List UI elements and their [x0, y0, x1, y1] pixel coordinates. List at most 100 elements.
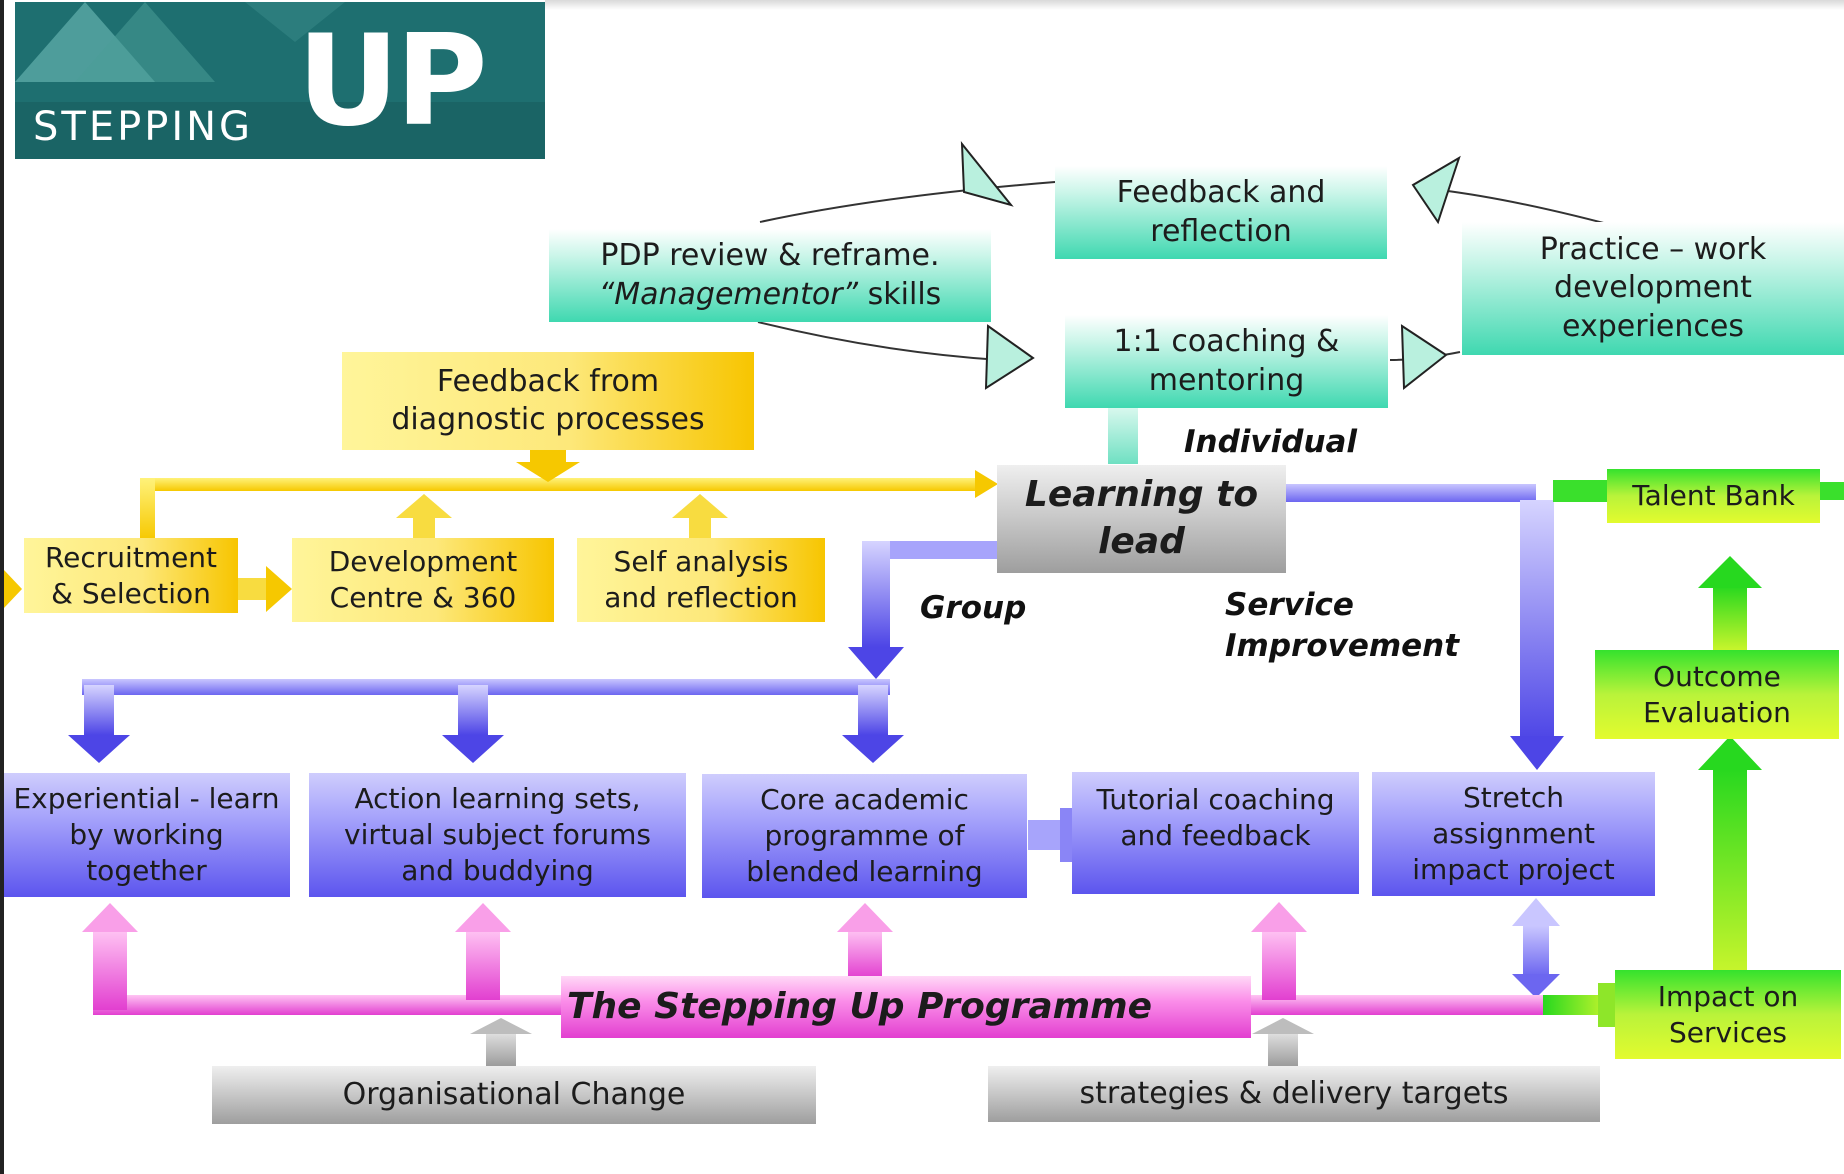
self-analysis-line-2: and reflection: [604, 581, 798, 614]
learning-to-lead-line-2: lead: [1098, 521, 1185, 562]
individual-label: Individual: [1184, 424, 1358, 460]
cycle-arrow-4: [1400, 324, 1448, 391]
tutorial-coaching-line-2: and feedback: [1120, 818, 1311, 852]
yellow-stem-self: [689, 516, 711, 538]
self-analysis-line-1: Self analysis: [613, 545, 789, 579]
feedback-diagnostic-line-1: Feedback from: [436, 363, 660, 399]
pink-arrow-exp: [82, 903, 138, 932]
learning-to-lead-line-1: Learning to: [1024, 474, 1259, 516]
logo-up-text: UP: [297, 7, 488, 154]
tutorial-coaching-line-1: Tutorial coaching: [1096, 783, 1335, 816]
blue-right-drop: [1520, 500, 1554, 740]
green-arrow-outcome: [1698, 736, 1762, 770]
outcome-evaluation-line-2: Evaluation: [1643, 695, 1791, 729]
pink-stem-tutorial: [1262, 930, 1296, 1000]
blue-double-arrow-down: [1512, 974, 1560, 998]
blue-stem-exp: [84, 685, 114, 735]
organisational-change-label: Organisational Change: [342, 1076, 686, 1112]
frame-left-edge: [0, 0, 4, 1174]
strategies-box: strategies & delivery targets: [988, 1066, 1600, 1122]
experiential-line-2: by working: [69, 818, 224, 852]
blue-arrow-stretch: [1510, 736, 1564, 770]
yellow-recruit-to-dev: [238, 578, 268, 600]
feedback-reflection-line-2: reflection: [1150, 213, 1292, 249]
frame-top-edge: [545, 0, 1844, 10]
teal-connector: [1108, 408, 1138, 464]
recruitment-line-1: Recruitment: [44, 540, 218, 574]
blue-bar-to-talent: [1286, 484, 1536, 502]
cycle-arrow-3: [984, 324, 1035, 390]
blue-arrow-action: [442, 735, 504, 763]
pink-left-riser: [93, 930, 127, 1010]
blue-stem-action: [458, 685, 488, 735]
action-learning-box: Action learning sets,virtual subject for…: [309, 773, 686, 897]
impact-on-services-line-1: Impact on: [1657, 979, 1799, 1013]
grey-arrow-org: [470, 1018, 532, 1034]
action-learning-line-1: Action learning sets,: [354, 782, 641, 816]
logo-graphic: [15, 2, 545, 159]
yellow-main-bar: [140, 478, 980, 491]
cycle-arc-pdp-to-coaching: [757, 321, 1001, 361]
pdp-review-line-1: PDP review & reframe.: [600, 238, 940, 274]
yellow-arrow-up-dev: [396, 494, 452, 518]
blue-double-stem: [1523, 926, 1549, 976]
blue-arrow-exp: [68, 735, 130, 763]
learning-to-lead-box: Learning to lead: [997, 465, 1286, 573]
yellow-arrow-recruit-to-dev: [266, 566, 292, 612]
coaching-line-2: mentoring: [1148, 362, 1305, 398]
stretch-assignment-line-3: impact project: [1412, 852, 1615, 886]
green-talent-left: [1553, 480, 1609, 502]
logo-stepping-text: STEPPING: [33, 104, 254, 150]
stepping-up-logo: STEPPING UP: [15, 2, 545, 159]
green-talent-right: [1820, 482, 1844, 500]
green-stem-impact-outcome: [1713, 768, 1747, 973]
outcome-evaluation-line-1: Outcome: [1653, 659, 1781, 693]
yellow-arrow-up-self: [672, 494, 728, 518]
stretch-assignment-line-2: assignment: [1432, 817, 1595, 851]
cycle-arc-pdp-to-feedback: [759, 181, 1056, 223]
blue-arrow-core: [842, 735, 904, 763]
group-label: Group: [920, 590, 1027, 626]
coaching-line-1: 1:1 coaching &: [1113, 324, 1340, 360]
feedback-reflection-line-1: Feedback and: [1116, 175, 1326, 211]
pdp-review-box: PDP review & reframe.“Managementor” skil…: [549, 229, 991, 322]
core-academic-line-3: blended learning: [746, 854, 983, 888]
development-centre-line-1: Development: [328, 545, 518, 579]
development-centre-line-2: Centre & 360: [329, 581, 517, 614]
programme-label: The Stepping Up Programme: [567, 985, 1153, 1027]
practice-line-1: Practice – work: [1539, 231, 1767, 267]
pink-arrow-tutorial: [1251, 902, 1307, 932]
talent-bank-box: Talent Bank: [1607, 469, 1820, 523]
green-arrow-talent: [1698, 556, 1762, 588]
pink-stem-action: [466, 930, 500, 1000]
experiential-line-3: together: [86, 853, 207, 887]
practice-line-3: experiences: [1562, 308, 1744, 344]
practice-line-2: development: [1554, 270, 1752, 306]
pink-arrow-core: [837, 903, 893, 932]
green-stem-outcome-talent: [1713, 586, 1747, 650]
pink-stem-core: [848, 930, 882, 978]
blue-group-drop: [862, 541, 890, 647]
grey-arrow-strat: [1252, 1018, 1314, 1034]
pink-arrow-action: [455, 903, 511, 932]
core-academic-line-2: programme of: [764, 819, 965, 853]
yellow-arrow-to-learning: [975, 470, 998, 498]
blue-arrow-group: [848, 647, 904, 679]
core-academic-line-1: Core academic: [760, 783, 969, 817]
recruitment-line-2: & Selection: [51, 576, 211, 610]
cycle-arrow-2: [1411, 155, 1461, 225]
talent-bank-line-1: Talent Bank: [1632, 479, 1795, 513]
feedback-diagnostic-line-2: diagnostic processes: [391, 402, 705, 437]
blue-group-bar: [862, 541, 999, 559]
action-learning-line-3: and buddying: [401, 853, 594, 887]
